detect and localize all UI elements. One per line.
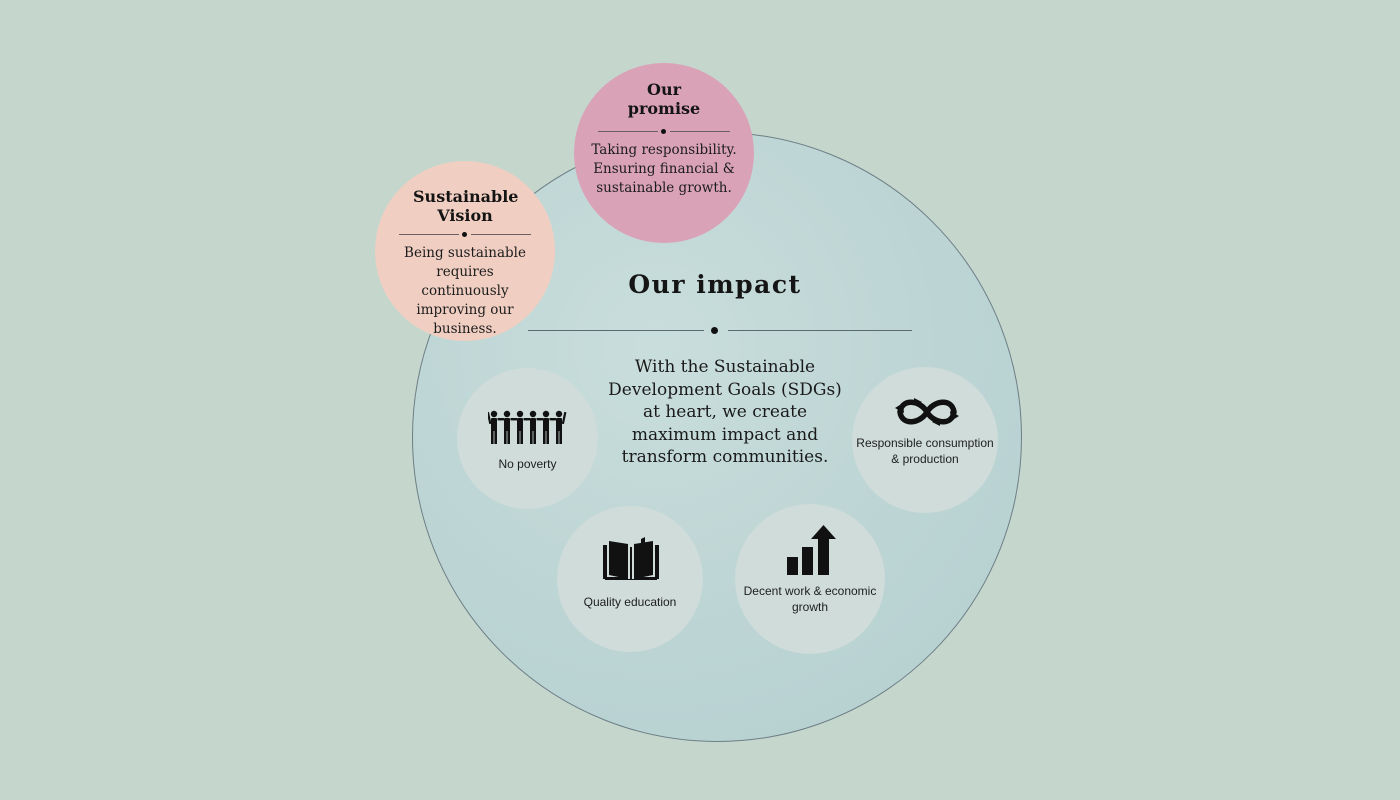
growth-chart-icon (787, 525, 836, 575)
impact-divider (528, 327, 912, 334)
infinity-arrows-icon (895, 398, 959, 426)
impact-description: With the Sustainable Development Goals (… (608, 357, 842, 467)
goal-decent-work: Decent work & economic growth (735, 504, 885, 654)
goal-no-poverty: No poverty (457, 368, 598, 509)
goal-quality-education-label: Quality education (583, 595, 677, 609)
goal-decent-work-label: Decent work & economic growth (743, 584, 877, 614)
promise-circle: Our promise Taking responsibility. Ensur… (574, 63, 754, 243)
promise-title: Our promise (627, 80, 701, 118)
vision-circle: Sustainable Vision Being sustainable req… (375, 161, 555, 341)
goal-quality-education: Quality education (557, 506, 703, 652)
impact-title: Our impact (628, 270, 802, 299)
goal-responsible-consumption-label: Responsible consumption & production (856, 436, 994, 466)
promise-divider (598, 129, 730, 134)
goal-responsible-consumption: Responsible consumption & production (852, 367, 998, 513)
people-group-icon (488, 410, 567, 444)
goal-no-poverty-label: No poverty (498, 457, 557, 471)
vision-title: Sustainable Vision (413, 187, 519, 225)
vision-divider (399, 232, 531, 237)
promise-text: Taking responsibility. Ensuring financia… (591, 142, 737, 196)
open-book-icon (603, 537, 659, 580)
vision-text: Being sustainable requires continuously … (404, 245, 526, 337)
